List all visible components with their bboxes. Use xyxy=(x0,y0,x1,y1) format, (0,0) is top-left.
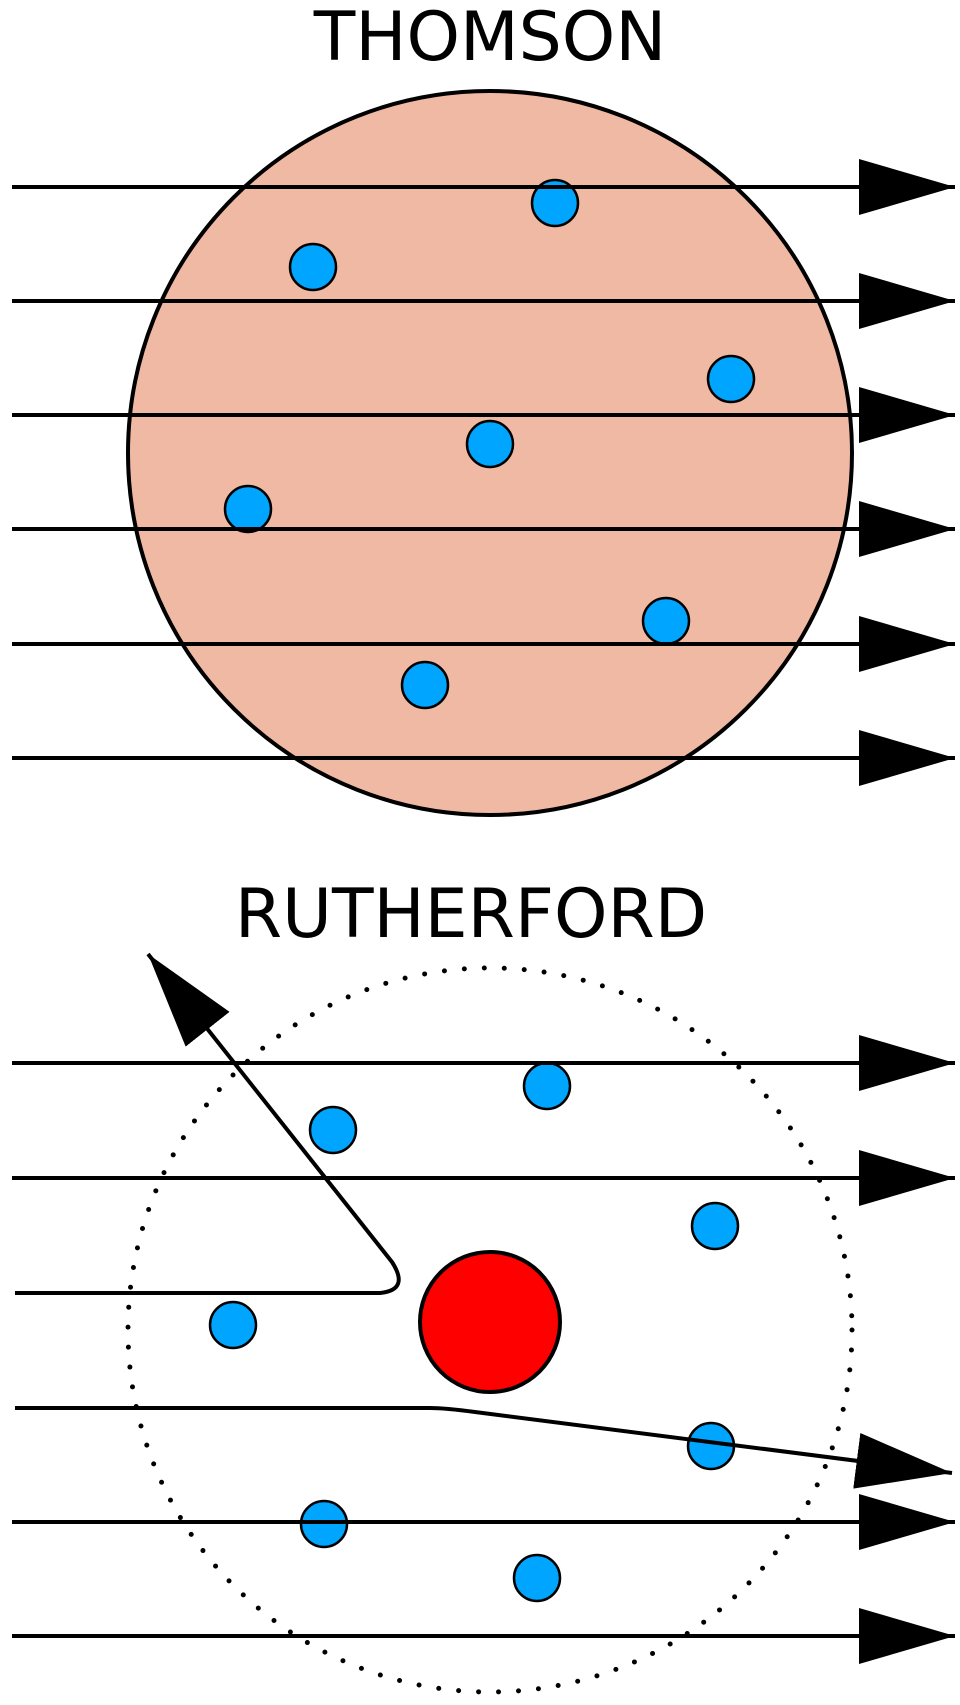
electron xyxy=(522,1061,572,1111)
electron xyxy=(690,1201,740,1251)
thomson-title: THOMSON xyxy=(313,0,666,77)
electron xyxy=(530,178,580,228)
electron xyxy=(308,1105,358,1155)
electron xyxy=(465,419,515,469)
rutherford-alpha-paths xyxy=(12,952,955,1664)
thomson-electrons xyxy=(223,178,756,710)
rutherford-atom-boundary xyxy=(125,965,855,1695)
thomson-alpha-paths xyxy=(12,159,955,786)
thomson-model: THOMSON xyxy=(12,0,955,817)
electron xyxy=(208,1300,258,1350)
rutherford-electrons xyxy=(208,1061,740,1603)
alpha-path-deflected-arrow xyxy=(15,1406,953,1489)
rutherford-model: RUTHERFORD xyxy=(12,875,955,1695)
electron xyxy=(288,242,338,292)
nucleus xyxy=(418,1250,562,1394)
electron xyxy=(223,484,273,534)
electron xyxy=(512,1553,562,1603)
electron xyxy=(706,354,756,404)
electron xyxy=(400,660,450,710)
alpha-path-backscatter-arrow xyxy=(15,952,401,1295)
rutherford-title: RUTHERFORD xyxy=(235,875,707,954)
electron xyxy=(641,596,691,646)
